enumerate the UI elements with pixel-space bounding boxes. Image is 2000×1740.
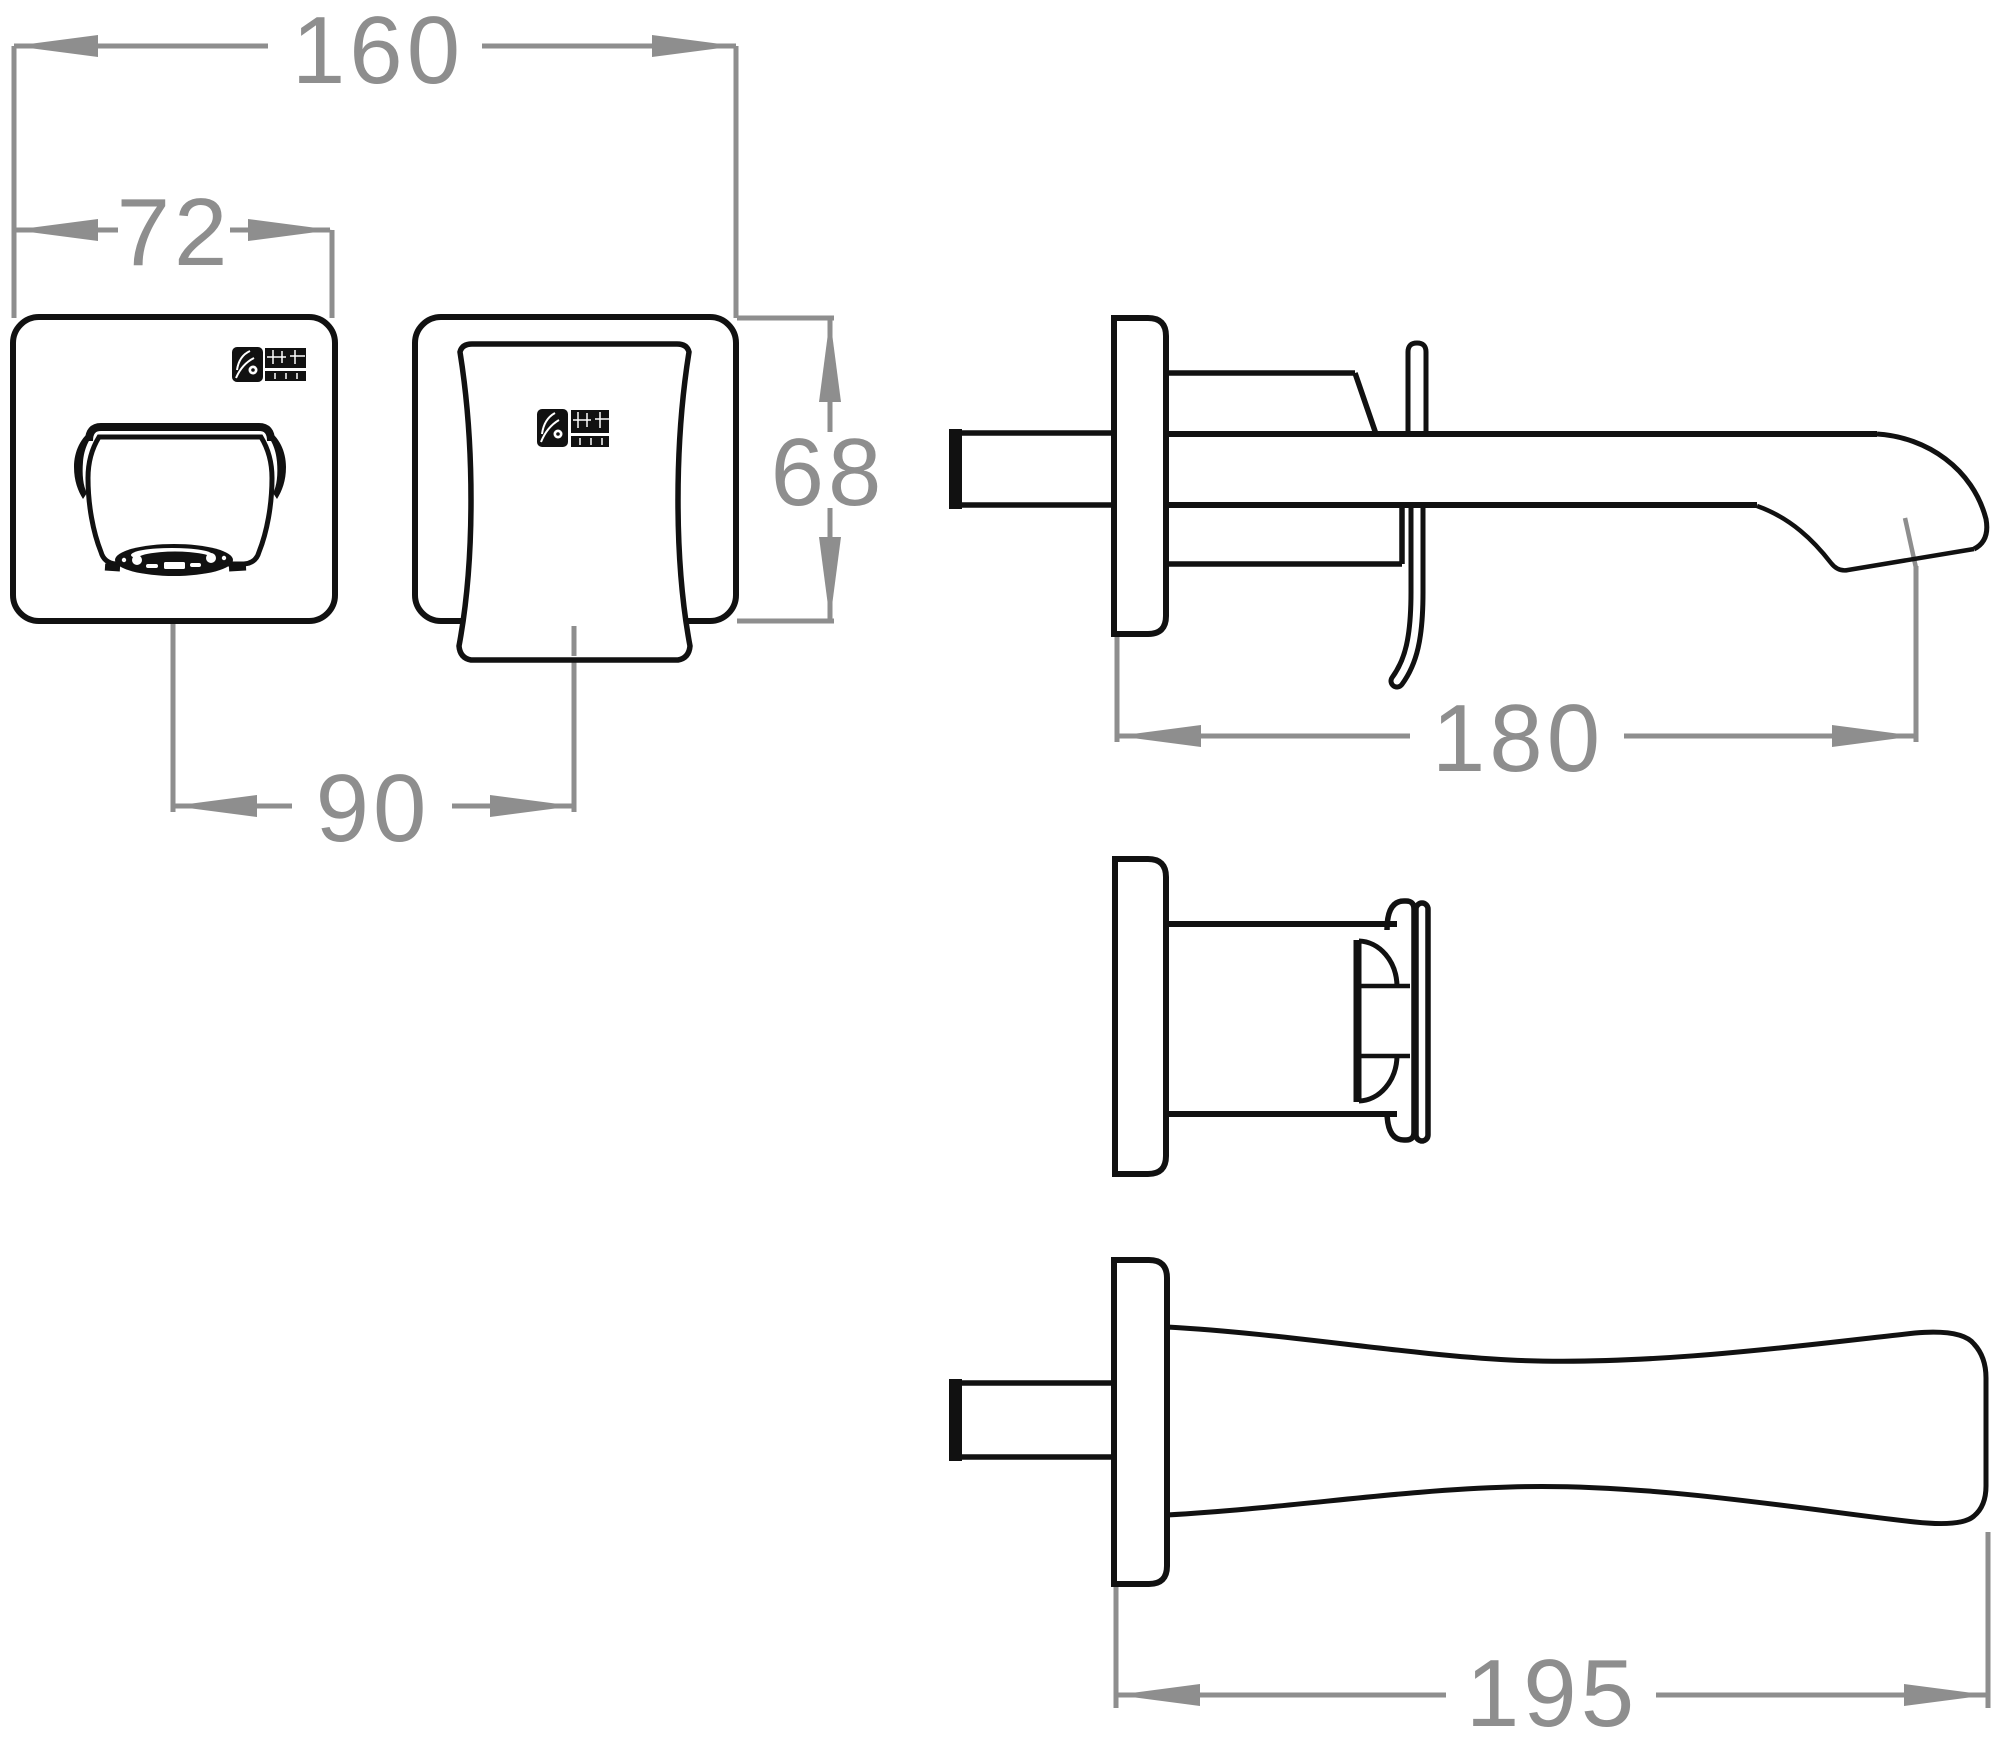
- svg-text:195: 195: [1466, 1640, 1638, 1740]
- svg-text:68: 68: [771, 419, 886, 526]
- svg-text:72: 72: [117, 179, 232, 286]
- svg-text:180: 180: [1432, 685, 1604, 792]
- svg-text:160: 160: [292, 0, 464, 104]
- svg-text:90: 90: [316, 755, 431, 862]
